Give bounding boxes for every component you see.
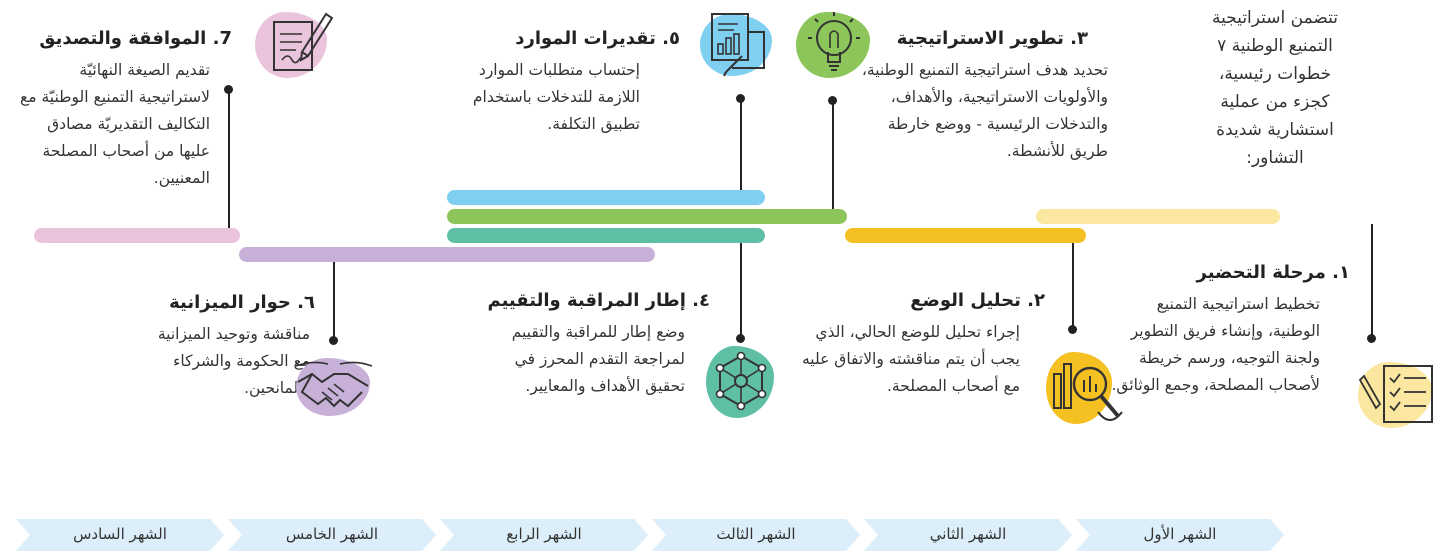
document-sign-icon [273, 12, 334, 71]
analysis-chart-icon [1053, 363, 1123, 421]
intro-text: تتضمن استراتيجية التمنيع الوطنية ٧ خطوات… [1211, 8, 1339, 168]
step-3: ٣. تطوير الاستراتيجية تحديد هدف استراتيج… [848, 28, 1108, 165]
step-4-title: إطار المراقبة والتقييم [487, 290, 686, 311]
connector-step6 [333, 262, 335, 340]
connector-dot-step5 [736, 94, 745, 103]
report-chart-icon [711, 13, 765, 77]
month-4: الشهر الرابع [440, 519, 648, 551]
step-1-desc: تخطيط استراتيجية التمنيع الوطنية، وإنشاء… [1111, 295, 1320, 394]
connector-step3 [832, 100, 834, 209]
connector-dot-step3 [828, 96, 837, 105]
timeline-bar-step6 [239, 247, 655, 262]
step-3-number: ٣. [1070, 28, 1088, 49]
connector-step1 [1371, 224, 1373, 338]
step-1-number: ١. [1332, 262, 1350, 283]
month-4-label: الشهر الرابع [506, 525, 582, 543]
connector-dot-step2 [1068, 325, 1077, 334]
step-7-number: 7. [212, 28, 232, 49]
month-2: الشهر الثاني [864, 519, 1072, 551]
network-icon [715, 351, 767, 411]
month-5: الشهر الخامس [228, 519, 436, 551]
step-6-number: ٦. [297, 292, 315, 313]
connector-step2 [1072, 243, 1074, 329]
month-6-label: الشهر السادس [73, 525, 167, 543]
step-6: ٦. حوار الميزانية مناقشة وتوحيد الميزاني… [150, 292, 315, 402]
step-4-desc: وضع إطار للمراقبة والتقييم لمراجعة التقد… [511, 323, 685, 395]
step-4: ٤. إطار المراقبة والتقييم وضع إطار للمرا… [470, 290, 710, 400]
month-2-label: الشهر الثاني [929, 525, 1007, 543]
step-2-desc: إجراء تحليل للوضع الحالي، الذي يجب أن يت… [802, 323, 1020, 395]
connector-step4 [740, 243, 742, 338]
timeline-bar-step4 [447, 228, 765, 243]
connector-dot-step1 [1367, 334, 1376, 343]
step-1: ١. مرحلة التحضير تخطيط استراتيجية التمني… [1110, 262, 1350, 399]
step-3-desc: تحديد هدف استراتيجية التمنيع الوطنية، وا… [861, 61, 1108, 160]
step-5-title: تقديرات الموارد [515, 28, 656, 49]
step-5-number: ٥. [662, 28, 680, 49]
timeline-bar-step2 [845, 228, 1086, 243]
connector-step7 [228, 90, 230, 228]
connector-dot-step6 [329, 336, 338, 345]
timeline-bar-step3 [447, 209, 847, 224]
month-1: الشهر الأول [1076, 519, 1284, 551]
step-5: ٥. تقديرات الموارد إحتساب متطلبات الموار… [440, 28, 680, 138]
step-2-title: تحليل الوضع [910, 290, 1021, 311]
lightbulb-icon [808, 12, 860, 71]
step-6-title: حوار الميزانية [169, 292, 291, 313]
step-5-desc: إحتساب متطلبات الموارد اللازمة للتدخلات … [472, 61, 640, 133]
step-1-title: مرحلة التحضير [1196, 262, 1326, 283]
connector-step5 [740, 98, 742, 190]
step-7-title: الموافقة والتصديق [39, 28, 207, 49]
step-7-desc: تقديم الصيغة النهائيّة لاستراتيجية التمن… [20, 61, 210, 187]
checklist-icon [1358, 365, 1433, 423]
timeline-bar-step7 [34, 228, 240, 243]
step-4-number: ٤. [692, 290, 710, 311]
connector-dot-step7 [224, 85, 233, 94]
month-1-label: الشهر الأول [1143, 525, 1217, 543]
month-5-label: الشهر الخامس [285, 525, 379, 543]
month-6: الشهر السادس [16, 519, 224, 551]
step-2-number: ٢. [1027, 290, 1045, 311]
step-3-title: تطوير الاستراتيجية [896, 28, 1064, 49]
month-3: الشهر الثالث [652, 519, 860, 551]
step-6-desc: مناقشة وتوحيد الميزانية مع الحكومة والشر… [157, 325, 310, 397]
month-3-label: الشهر الثالث [716, 525, 796, 543]
connector-dot-step4 [736, 334, 745, 343]
step-2-icon-bg [1046, 352, 1112, 424]
step-7: 7. الموافقة والتصديق تقديم الصيغة النهائ… [20, 28, 232, 192]
handshake-icon [295, 361, 373, 408]
step-2: ٢. تحليل الوضع إجراء تحليل للوضع الحالي،… [800, 290, 1045, 400]
timeline-bar-step5 [447, 190, 765, 205]
timeline-bar-step1 [1036, 209, 1280, 224]
